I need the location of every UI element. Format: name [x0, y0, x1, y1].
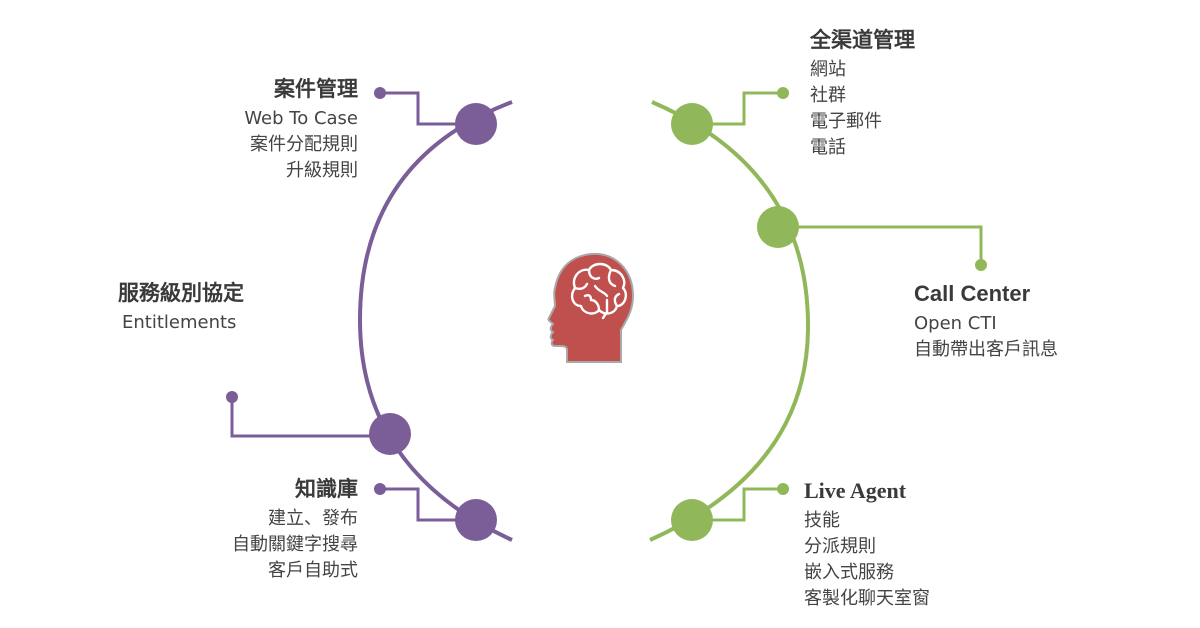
live-agent-block: Live Agent 技能 分派規則 嵌入式服務 客製化聊天室窗: [804, 478, 930, 612]
live-agent-title: Live Agent: [804, 478, 907, 503]
knowledge-base-block: 知識庫 建立、發布 自動關鍵字搜尋 客戶自助式: [232, 476, 358, 584]
knowledge-base-item: 建立、發布: [268, 508, 358, 529]
brain-head-icon: [547, 252, 635, 363]
omnichannel-item: 社群: [810, 85, 846, 106]
sla-block: 服務級別協定 Entitlements: [118, 280, 244, 336]
connector-case-management: [374, 87, 474, 126]
node-knowledge-base: [455, 499, 497, 541]
right-arc: [649, 100, 811, 542]
case-management-block: 案件管理 Web To Case 案件分配規則 升級規則: [244, 76, 358, 184]
sla-title: 服務級別協定: [118, 281, 244, 305]
node-live-agent: [671, 499, 713, 541]
omnichannel-item: 網站: [810, 59, 846, 80]
connector-call-center: [778, 225, 987, 271]
node-sla: [369, 413, 411, 455]
case-management-item: 案件分配規則: [250, 134, 358, 155]
case-management-item: Web To Case: [244, 108, 358, 129]
call-center-block: Call Center Open CTI 自動帶出客戶訊息: [914, 281, 1058, 363]
call-center-title: Call Center: [914, 281, 1031, 306]
connector-sla: [226, 391, 390, 438]
node-omnichannel: [671, 103, 713, 145]
node-call-center: [757, 206, 799, 248]
sla-item: Entitlements: [122, 312, 237, 333]
omnichannel-block: 全渠道管理 網站 社群 電子郵件 電話: [810, 27, 915, 161]
connector-live-agent: [692, 483, 789, 522]
omnichannel-title: 全渠道管理: [810, 28, 915, 52]
connector-knowledge-base: [374, 483, 474, 522]
knowledge-base-item: 自動關鍵字搜尋: [232, 534, 358, 555]
omnichannel-item: 電子郵件: [810, 111, 882, 132]
live-agent-item: 嵌入式服務: [804, 562, 894, 583]
connector-omnichannel: [692, 87, 789, 126]
left-arc: [357, 100, 513, 542]
node-case-management: [455, 103, 497, 145]
call-center-item: 自動帶出客戶訊息: [914, 339, 1058, 360]
knowledge-base-title: 知識庫: [295, 477, 358, 501]
case-management-item: 升級規則: [286, 160, 358, 181]
live-agent-item: 分派規則: [804, 536, 876, 557]
knowledge-base-item: 客戶自助式: [268, 560, 358, 581]
live-agent-item: 技能: [804, 510, 840, 531]
omnichannel-item: 電話: [810, 137, 846, 158]
case-management-title: 案件管理: [274, 77, 358, 101]
call-center-item: Open CTI: [914, 313, 997, 334]
live-agent-item: 客製化聊天室窗: [804, 588, 930, 609]
